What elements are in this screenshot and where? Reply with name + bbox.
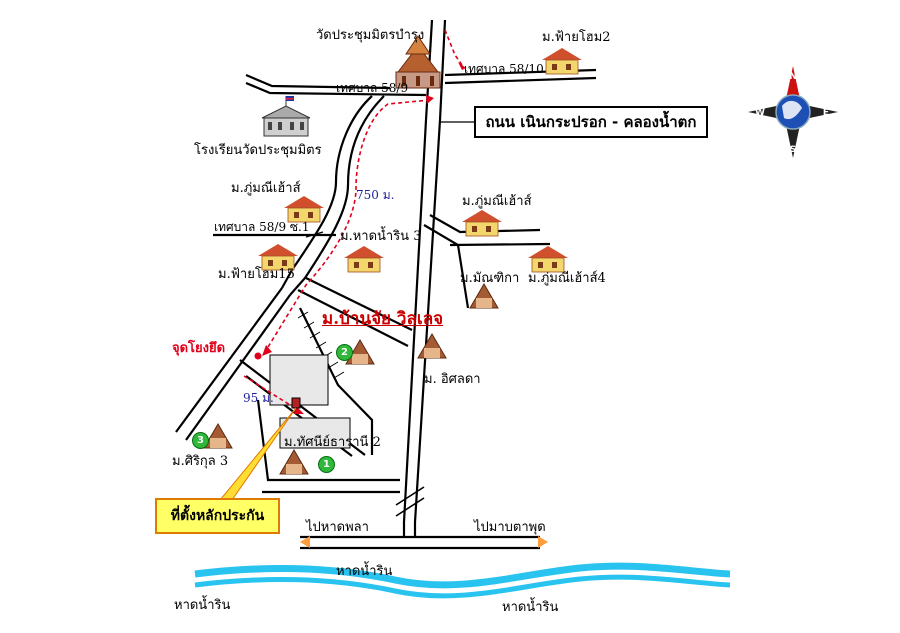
river [194, 562, 731, 589]
badge-2: 2 [336, 344, 353, 361]
compass-north: N [789, 71, 797, 82]
main-road-label: ถนน เนินกระปรอก - คลองน้ำตก [474, 106, 708, 138]
label-temple: วัดประชุมมิตรบำรุง [316, 28, 425, 43]
label-road-58-10: เทศบาล 58/10 [464, 62, 544, 76]
compass-east: E [823, 108, 829, 118]
label-road-soi1: เทศบาล 58/9 ซ.1 [214, 220, 310, 234]
label-tassanee: ม.ทัศนีย์ธารานี 2 [284, 435, 381, 450]
label-anchor-point: จุดโยงยึด [172, 341, 226, 356]
temple-icon [395, 35, 441, 89]
label-to-hadphala: ไปหาดพลา [306, 520, 369, 535]
road-58-9 [245, 81, 427, 97]
cottage-icons [203, 283, 499, 475]
label-phumanee-right: ม.ภู่มณีเฮ้าส์ [462, 194, 532, 209]
house-icons [258, 48, 582, 273]
school-icon [261, 96, 311, 137]
label-had-namrin3: ม.หาดน้ำริน 3 [340, 229, 422, 244]
compass-west: W [755, 108, 765, 118]
route-main [444, 29, 463, 66]
distance-750: 750 ม. [356, 188, 395, 202]
label-beach-center: หาดน้ำริน [336, 564, 393, 579]
label-road-58-9: เทศบาล 58/9 [336, 81, 409, 95]
label-fai-hom15: ม.ฟ้ายโฮม15 [218, 267, 295, 282]
label-beach-left: หาดน้ำริน [174, 598, 231, 613]
label-phumanee4: ม.ภู่มณีเฮ้าส์4 [528, 271, 606, 286]
distance-95: 95 ม. [243, 391, 274, 405]
label-phumanee: ม.ภู่มณีเฮ้าส์ [231, 181, 301, 196]
winding-road [289, 95, 385, 296]
badge-3: 3 [192, 432, 209, 449]
sw-road [185, 294, 291, 441]
collateral-site-label: ที่ตั้งหลักประกัน [155, 498, 280, 534]
label-school: โรงเรียนวัดประชุมมิตร [194, 143, 322, 158]
label-fai-hom2: ม.ฟ้ายโฮม2 [542, 30, 611, 45]
label-manjika: ม.มัณฑิกา [460, 271, 520, 286]
label-issaladar: ม. อิศลดา [424, 372, 481, 387]
badge-1: 1 [318, 456, 335, 473]
label-beach-right: หาดน้ำริน [502, 600, 559, 615]
label-siri-kul3: ม.ศิริกุล 3 [172, 454, 229, 469]
label-ban-chai-village: ม.บ้านจัย วิลเลจ [322, 309, 444, 329]
compass-rose-icon: N S E W [748, 66, 838, 158]
compass-south: S [790, 145, 796, 155]
label-to-maptaphut: ไปมาบตาพุด [474, 520, 546, 535]
